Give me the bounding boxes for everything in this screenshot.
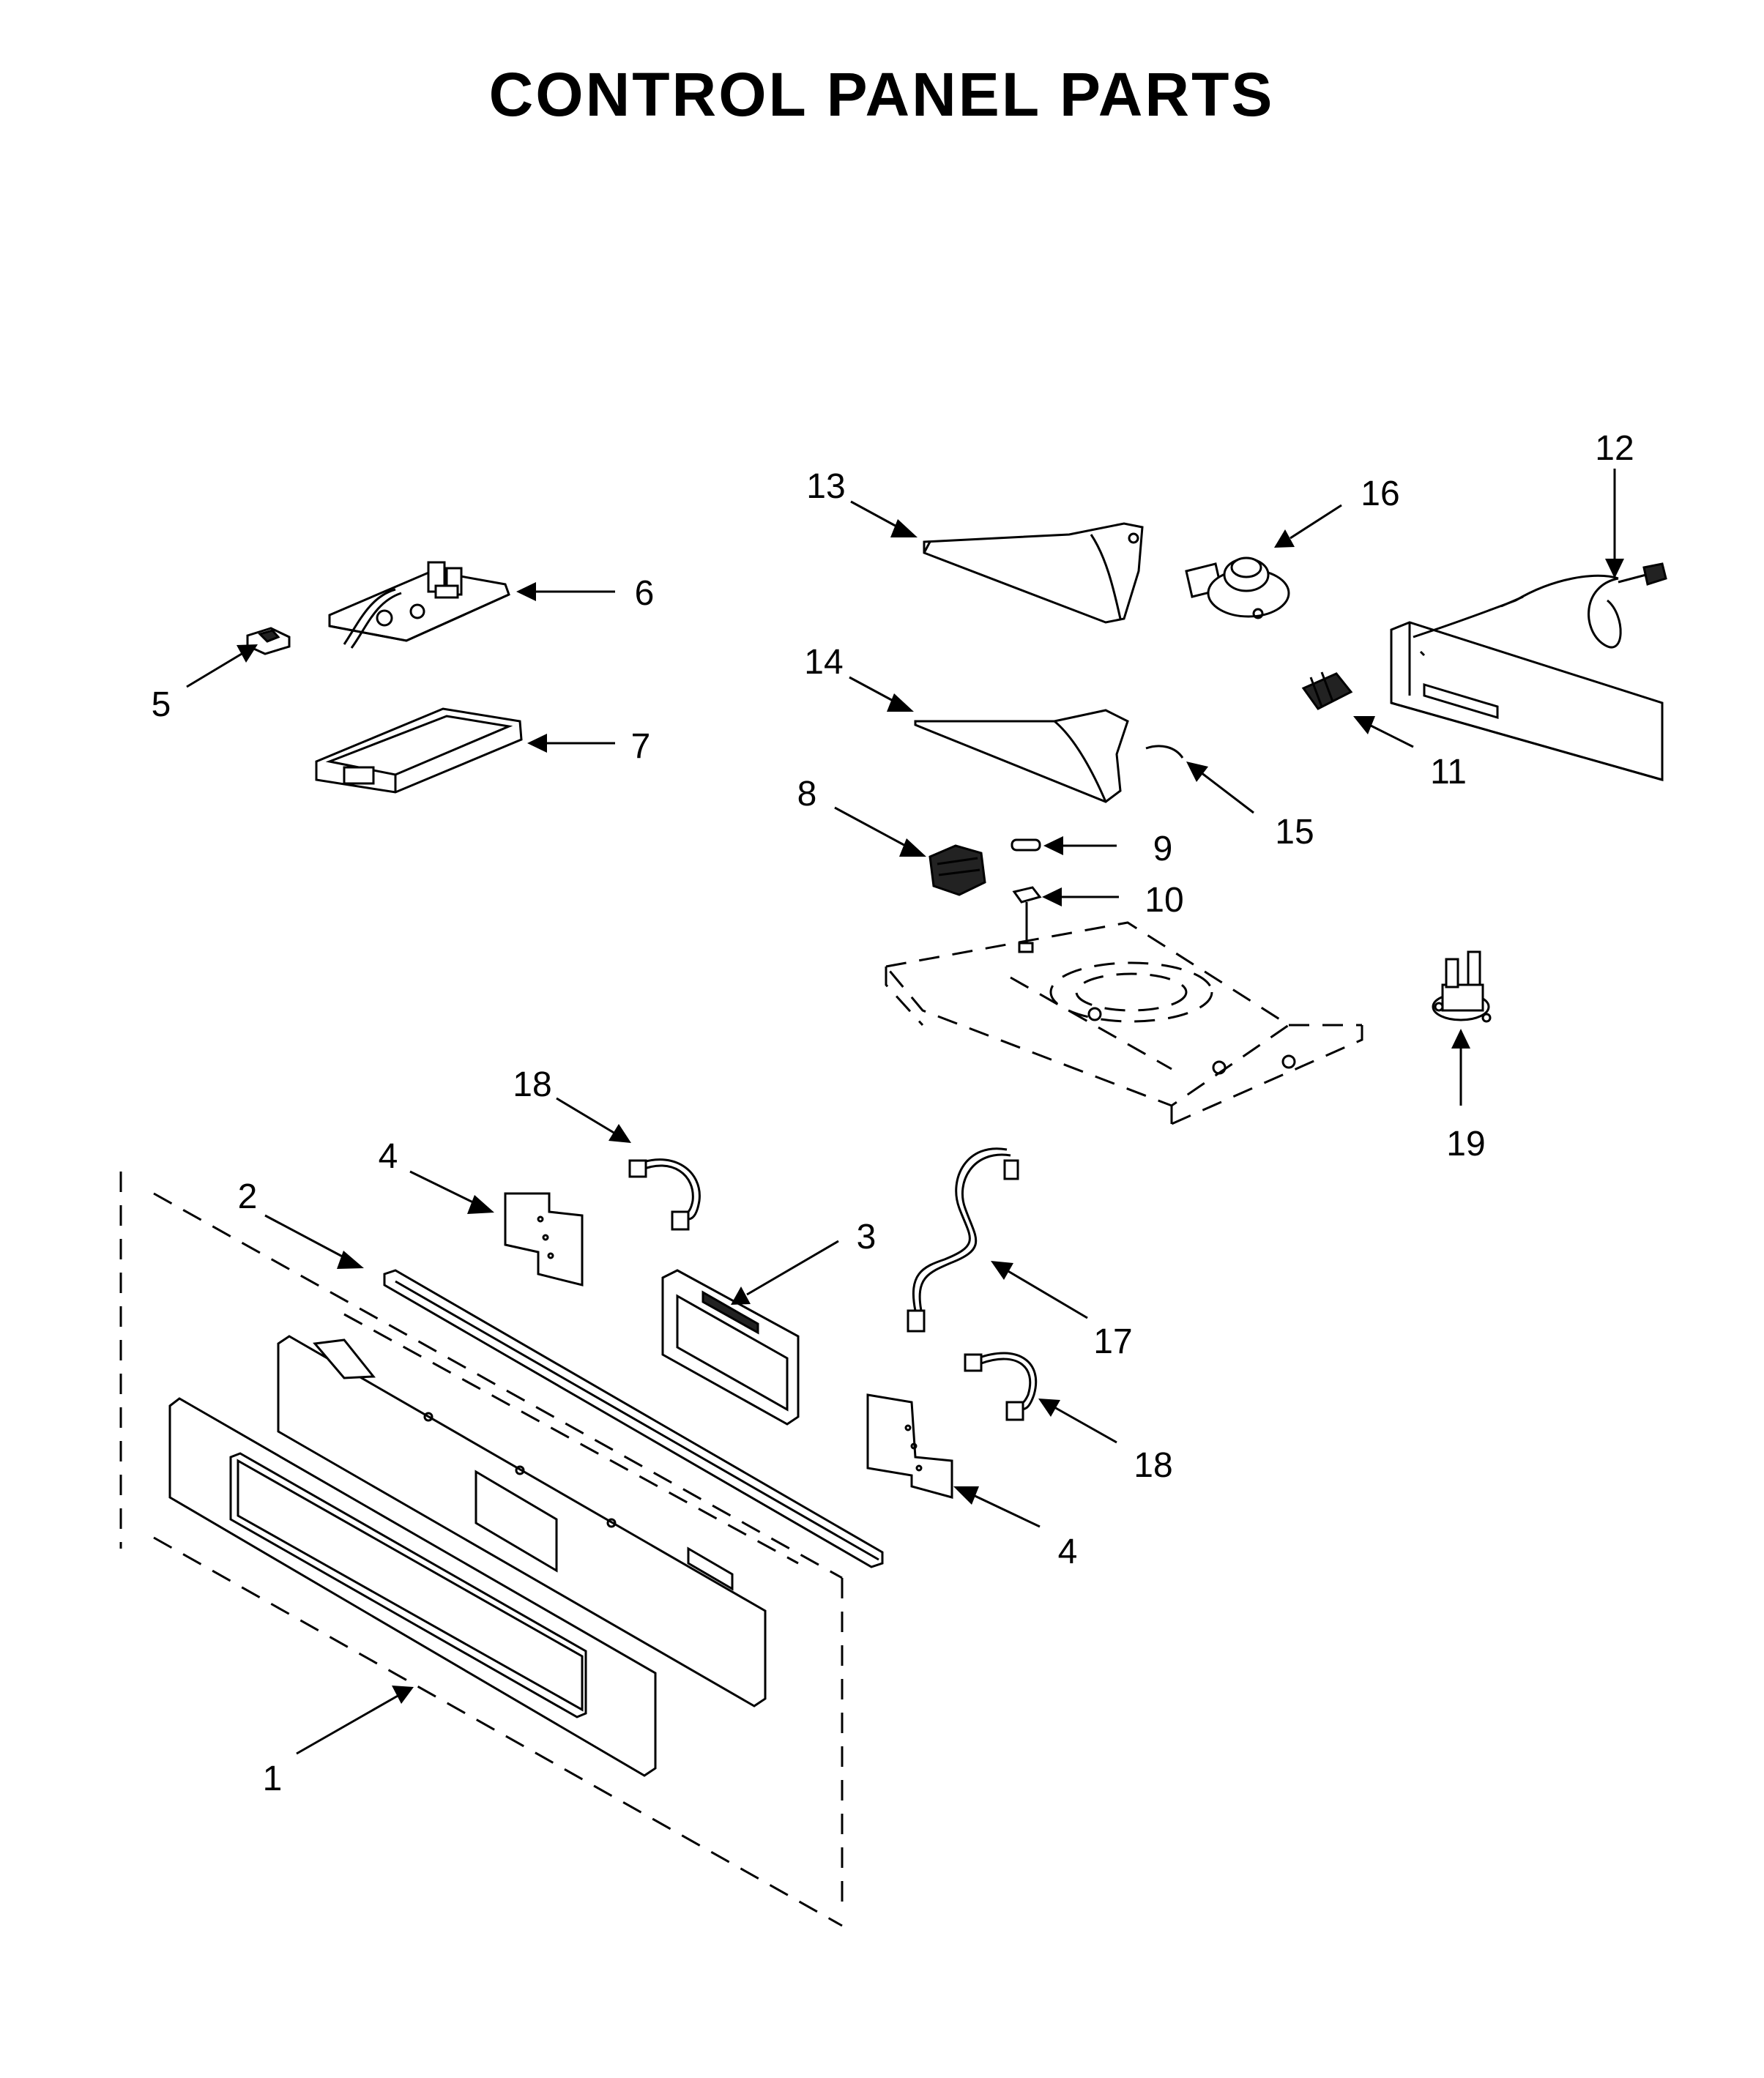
callout-11: 11 [1430,753,1467,792]
callout-18-lower: 18 [1134,1446,1172,1485]
console-back-panel [277,1335,767,1708]
mounting-plate-reference [884,921,1363,1125]
callout-15: 15 [1275,813,1314,852]
part-16-blower [1185,556,1290,619]
callout-17: 17 [1093,1322,1132,1361]
part-2-trim-strip [383,1269,884,1568]
callout-18-upper: 18 [513,1065,551,1104]
callout-5: 5 [152,685,171,724]
part-18-harness-upper [628,1158,701,1231]
console-assembly-outline [119,1172,844,1927]
part-13-air-duct [923,522,1144,624]
part-9-fuse [1011,838,1041,852]
callout-4-lower: 4 [1058,1533,1078,1571]
part-12-power-cord [1390,562,1667,781]
part-11-choke [1301,671,1353,710]
part-7-tray [315,707,523,794]
callout-13: 13 [806,467,845,506]
callout-3: 3 [857,1218,877,1256]
part-1-console-panel [168,1397,657,1777]
part-18-harness-lower [964,1352,1038,1421]
callout-7: 7 [631,727,651,766]
part-4-bracket-lower [866,1393,953,1499]
callout-10: 10 [1145,881,1183,920]
callout-2: 2 [238,1177,258,1216]
callout-6: 6 [635,574,655,613]
part-8-transformer [928,844,986,896]
part-14-air-duct [914,709,1129,803]
callout-16: 16 [1361,474,1399,513]
callout-labels: 1 2 3 4 4 5 6 7 8 9 10 11 12 13 14 15 16… [152,429,1634,1798]
part-4-bracket-upper [504,1192,584,1286]
callout-19: 19 [1446,1125,1485,1163]
callout-4-upper: 4 [379,1137,398,1176]
leader-lines [186,469,1624,1755]
part-6-control-board [328,561,510,649]
part-15-wire-clip [1145,745,1184,759]
page-title: CONTROL PANEL PARTS [489,60,1275,129]
part-10-bracket [1012,886,1042,953]
callout-12: 12 [1595,429,1634,468]
callout-14: 14 [804,643,843,682]
part-17-wire-harness [907,1147,1019,1333]
callout-8: 8 [797,775,817,813]
part-19-thermostat [1432,950,1492,1023]
callout-9: 9 [1153,830,1173,868]
callout-1: 1 [263,1759,283,1798]
part-3-display-bezel [661,1269,800,1426]
